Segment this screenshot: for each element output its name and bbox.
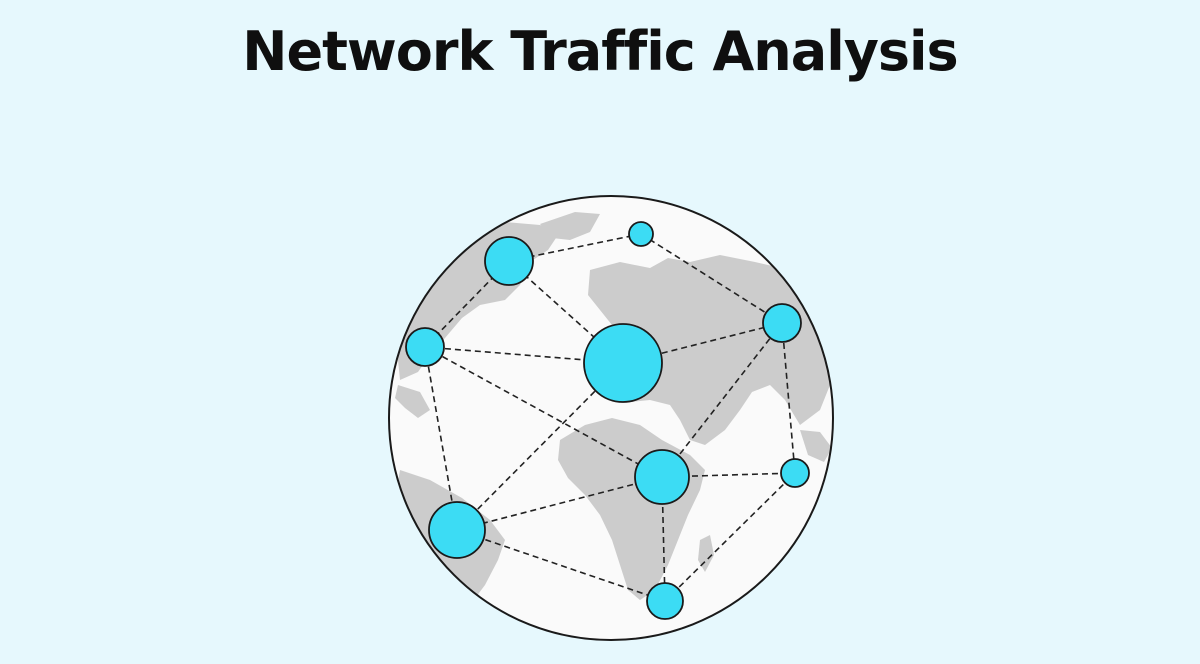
network-nodes <box>405 221 810 620</box>
land-central-america <box>395 385 430 418</box>
land-southeast-asia <box>800 430 832 462</box>
edge-africa-south-america <box>456 476 663 531</box>
edge-asia-africa <box>661 322 783 478</box>
land-madagascar <box>698 535 714 572</box>
node-south-atlantic <box>646 582 684 620</box>
node-asia <box>762 303 802 343</box>
node-north-america <box>484 236 534 286</box>
node-south-america <box>428 501 486 559</box>
edge-south-america-south-atlantic <box>456 529 666 602</box>
network-edges <box>424 233 796 602</box>
edge-atlantic-top-asia <box>640 233 783 324</box>
node-atlantic-top <box>628 221 654 247</box>
node-europe-hub <box>583 323 663 403</box>
edge-south-atlantic-pacific-right <box>664 472 796 602</box>
node-africa <box>634 449 690 505</box>
edge-pacific-left-south-america <box>424 346 458 531</box>
edge-europe-hub-asia <box>622 322 783 364</box>
edge-asia-pacific-right <box>781 322 796 474</box>
edge-north-america-europe-hub <box>508 260 624 364</box>
page-title: Network Traffic Analysis <box>242 20 958 83</box>
node-pacific-right <box>780 458 810 488</box>
node-pacific-left <box>405 327 445 367</box>
land-eurasia <box>588 255 833 445</box>
globe-outline <box>388 195 834 641</box>
land-greenland <box>540 212 600 240</box>
edge-pacific-left-africa <box>424 346 663 478</box>
